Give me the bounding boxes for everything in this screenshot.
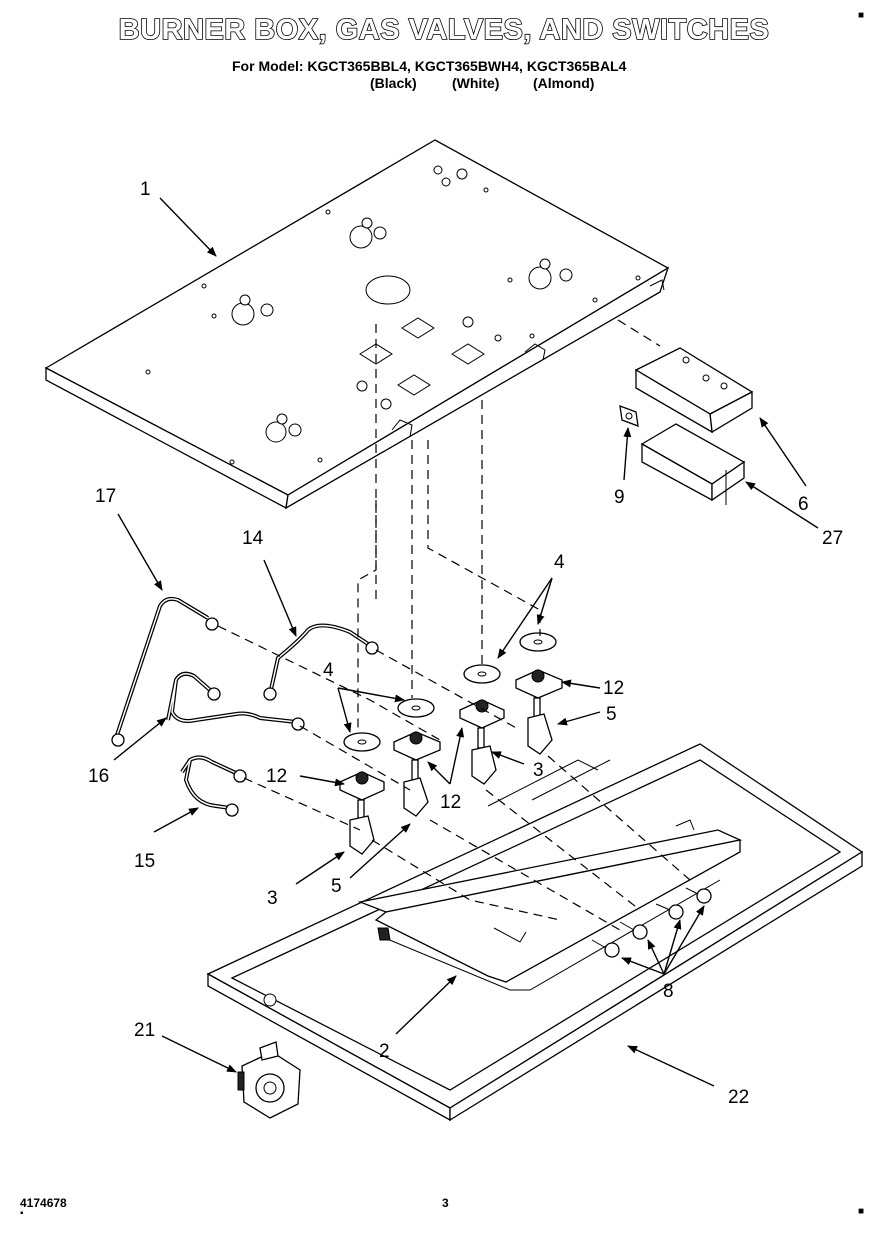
valve-left bbox=[339, 732, 385, 855]
callout-4-left: 4 bbox=[323, 660, 334, 681]
corner-mark-top: ■ bbox=[858, 10, 865, 21]
callout-3-left: 3 bbox=[267, 888, 278, 909]
model-numbers: For Model: KGCT365BBL4, KGCT365BWH4, KGC… bbox=[232, 58, 627, 74]
corner-mark-bottom: ■ bbox=[858, 1206, 865, 1217]
callout-12-center: 12 bbox=[440, 792, 461, 813]
callout-1: 1 bbox=[140, 179, 151, 200]
valve-right bbox=[515, 632, 563, 755]
color-white-label: (White) bbox=[452, 75, 500, 91]
valve-center-right bbox=[459, 664, 505, 785]
callout-2: 2 bbox=[379, 1041, 390, 1062]
pressure-regulator bbox=[237, 1041, 301, 1119]
callout-15: 15 bbox=[134, 851, 155, 872]
switch-module bbox=[640, 423, 746, 505]
callout-8: 8 bbox=[663, 981, 674, 1002]
screw bbox=[685, 887, 712, 904]
callout-12-right: 12 bbox=[603, 678, 624, 699]
leader-lines bbox=[113, 197, 819, 1087]
callout-16: 16 bbox=[88, 766, 109, 787]
callout-12-left: 12 bbox=[266, 766, 287, 787]
gas-tube-15 bbox=[180, 755, 247, 817]
page-title: BURNER BOX, GAS VALVES, AND SWITCHES bbox=[118, 13, 770, 47]
screw bbox=[619, 921, 648, 940]
switch-clip bbox=[619, 405, 639, 427]
color-black-label: (Black) bbox=[370, 75, 417, 91]
callout-27: 27 bbox=[822, 528, 843, 549]
callout-labels: 1 2 3 3 4 4 5 5 6 8 9 12 12 12 14 15 16 … bbox=[88, 179, 843, 1108]
screw bbox=[655, 903, 684, 920]
document-number: 4174678 bbox=[20, 1196, 67, 1210]
valve-center-left bbox=[393, 698, 441, 817]
callout-22: 22 bbox=[728, 1087, 749, 1108]
color-almond-label: (Almond) bbox=[533, 75, 595, 91]
callout-14: 14 bbox=[242, 528, 264, 549]
callout-9: 9 bbox=[614, 487, 625, 508]
gas-tube-14 bbox=[263, 623, 379, 701]
gas-tube-16 bbox=[166, 671, 305, 731]
switch-housing bbox=[634, 347, 754, 434]
callout-21: 21 bbox=[134, 1020, 155, 1041]
page-number: 3 bbox=[442, 1196, 449, 1210]
corner-mark-left: ▪ bbox=[20, 1208, 24, 1219]
screw bbox=[591, 939, 620, 958]
burner-hole-cluster bbox=[231, 217, 573, 443]
alignment-lines bbox=[217, 324, 691, 931]
gas-tube-17 bbox=[111, 596, 219, 747]
callout-5-left: 5 bbox=[331, 876, 342, 897]
callout-3-right: 3 bbox=[533, 760, 544, 781]
callout-17: 17 bbox=[95, 486, 116, 507]
callout-5-right: 5 bbox=[606, 704, 617, 725]
callout-6: 6 bbox=[798, 494, 809, 515]
callout-4-right: 4 bbox=[554, 552, 565, 573]
cooktop-panel bbox=[44, 139, 670, 510]
screws bbox=[591, 887, 712, 958]
